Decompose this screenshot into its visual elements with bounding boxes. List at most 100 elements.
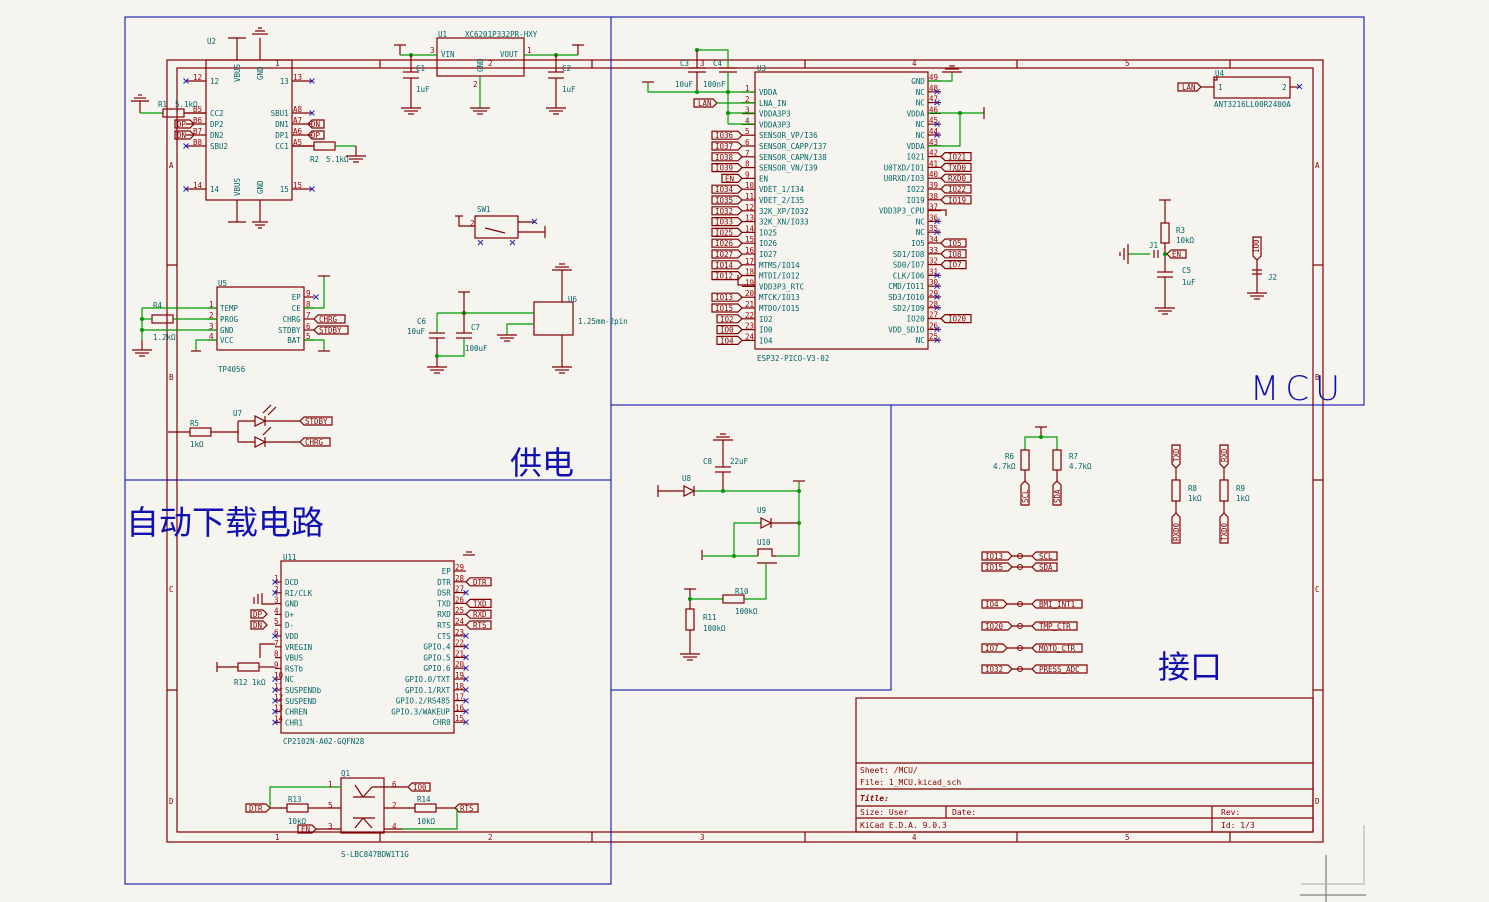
reset-circuit[interactable]: R3 10kΩ C5 1uF J1 EN — [1119, 199, 1196, 315]
global-label[interactable] — [1031, 664, 1088, 674]
pin-name: IO2 — [759, 315, 773, 324]
global-label[interactable] — [940, 152, 972, 162]
global-label[interactable] — [940, 314, 972, 324]
global-label[interactable] — [711, 303, 743, 313]
global-label[interactable] — [711, 195, 743, 205]
global-label[interactable] — [711, 217, 743, 227]
pin-name: GPIO.1/RXT — [405, 686, 451, 695]
global-label[interactable] — [721, 173, 743, 183]
global-label[interactable] — [940, 195, 972, 205]
global-label[interactable] — [465, 609, 492, 619]
net-label-from[interactable] — [981, 621, 1013, 631]
svg-text:RXD0: RXD0 — [1172, 522, 1181, 541]
global-label[interactable] — [711, 184, 743, 194]
pin-number: B5 — [193, 105, 202, 114]
pin-name: IO19 — [907, 196, 925, 205]
pin-number: 1 — [209, 300, 214, 309]
power-path-circuit[interactable]: C8 22uF U8 U9 U10 R10 100kΩ R11 100kΩ — [657, 433, 805, 661]
global-label[interactable] — [1031, 562, 1058, 572]
pin-name: DCD — [285, 578, 299, 587]
global-label-text: SCL — [1039, 552, 1053, 561]
global-label[interactable] — [711, 238, 743, 248]
global-label-text: IO22 — [948, 185, 966, 194]
svg-text:C3: C3 — [680, 59, 689, 68]
svg-text:C5: C5 — [1182, 266, 1191, 275]
pin-number: 45 — [929, 116, 938, 125]
svg-text:C6: C6 — [417, 317, 427, 326]
svg-text:ESP32-PICO-V3-02: ESP32-PICO-V3-02 — [757, 354, 829, 363]
border-row-label: A — [169, 161, 174, 170]
svg-text:U7: U7 — [233, 409, 242, 418]
global-label-text: BMI_INT1 — [1039, 600, 1075, 609]
svg-text:1: 1 — [527, 46, 532, 55]
global-label[interactable] — [716, 314, 743, 324]
svg-text:EN: EN — [1172, 250, 1181, 259]
transistor-q1[interactable]: Q1 S-LBC847BDW1T1G DTR R13 10kΩ EN IO0 R… — [245, 769, 479, 859]
global-label[interactable] — [711, 227, 743, 237]
net-label-from[interactable] — [981, 643, 1008, 653]
global-label[interactable] — [716, 325, 743, 335]
pin-number: 17 — [455, 693, 464, 702]
ldo-regulator-u1[interactable]: U1 XC6201P332PR-HXY VIN VOUT GND 3 1 2 C… — [394, 30, 584, 115]
i2c-pullups[interactable]: R6 4.7kΩ R7 4.7kΩ SCL SDA — [993, 426, 1092, 506]
global-label[interactable] — [1031, 643, 1083, 653]
net-label-from[interactable] — [981, 664, 1013, 674]
global-label[interactable] — [716, 335, 743, 345]
pin-name: NC — [916, 217, 925, 226]
global-label[interactable] — [940, 249, 967, 259]
antenna-u4[interactable]: U4 ANT3216LL00R2400A 1 2 LAN — [1177, 69, 1303, 109]
status-leds-u7[interactable]: R5 1kΩ U7 STDBY CHRG — [168, 404, 333, 449]
pin-name: SUSPEND — [285, 697, 317, 706]
global-label[interactable] — [711, 271, 743, 281]
pin-number: 42 — [929, 149, 938, 158]
global-label[interactable] — [1031, 621, 1078, 631]
svg-text:4.7kΩ: 4.7kΩ — [993, 462, 1016, 471]
boot-jumper-j2[interactable]: IO0 J2 — [1247, 236, 1277, 300]
global-label[interactable] — [711, 163, 743, 173]
section-title-power: 供电 — [510, 444, 574, 482]
global-label[interactable] — [940, 238, 967, 248]
global-label[interactable] — [940, 162, 972, 172]
uart-resistors[interactable]: TXD RXD0 R8 1kΩ RXD TXD0 R9 1kΩ — [1171, 444, 1250, 544]
global-label[interactable] — [465, 620, 492, 630]
global-label[interactable] — [711, 206, 743, 216]
pin-name: IO26 — [759, 239, 778, 248]
svg-text:SCL: SCL — [1021, 489, 1030, 503]
net-label-from[interactable] — [981, 551, 1013, 561]
global-label-text: IO32 — [715, 207, 733, 216]
global-label[interactable] — [465, 598, 492, 609]
pin-number: 12 — [193, 73, 202, 82]
svg-text:RTS: RTS — [460, 804, 474, 813]
net-label-from[interactable] — [981, 599, 1008, 609]
pin-name: GPIO.4 — [423, 643, 451, 652]
global-label[interactable] — [711, 130, 743, 140]
global-label[interactable] — [940, 184, 972, 194]
global-label[interactable] — [711, 292, 743, 302]
global-label[interactable] — [711, 260, 743, 270]
global-label[interactable] — [711, 249, 743, 259]
svg-text:Q1: Q1 — [341, 769, 350, 778]
pin-name: TXD — [437, 599, 451, 608]
pin-number: 29 — [455, 563, 464, 572]
global-label[interactable] — [1031, 599, 1083, 609]
global-label[interactable] — [465, 577, 492, 587]
svg-text:J1: J1 — [1149, 241, 1158, 250]
pin-name: CC2 — [210, 109, 224, 118]
global-label[interactable] — [940, 173, 972, 183]
global-label[interactable] — [940, 260, 967, 270]
global-label[interactable] — [711, 141, 743, 151]
battery-connector-u6[interactable]: U6 1.25mm-2pin C6 10uF C7 100uF — [407, 263, 628, 374]
pin-number: 19 — [745, 278, 754, 287]
net-label-from[interactable] — [981, 562, 1013, 572]
global-label[interactable] — [711, 152, 743, 162]
global-label[interactable] — [1031, 551, 1058, 561]
title-block: Sheet: /MCU/ File: 1_MCU.kicad_sch Title… — [855, 697, 1314, 833]
power-switch-sw1[interactable]: SW1 2 — [455, 205, 546, 246]
